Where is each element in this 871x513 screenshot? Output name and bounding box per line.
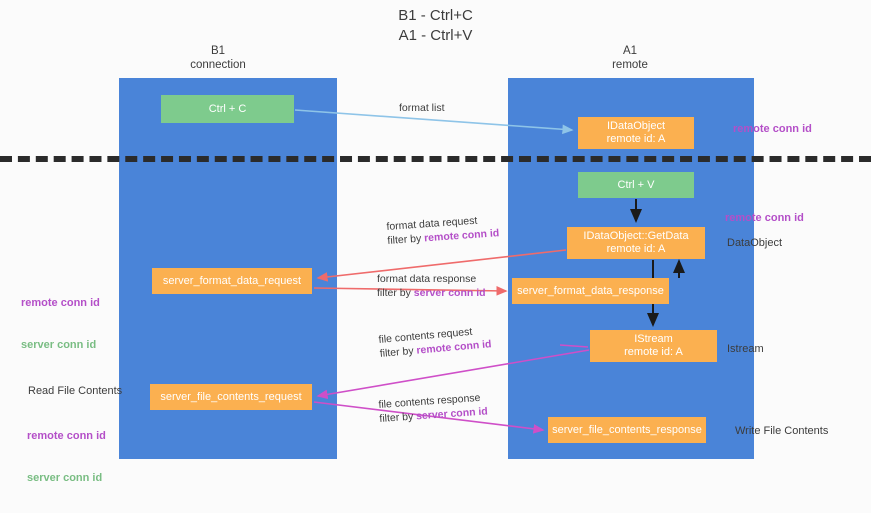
- box-getdata-line2: remote id: A: [606, 243, 666, 255]
- column-header-a1: A1 remote: [612, 45, 648, 71]
- box-server-format-data-request[interactable]: server_format_data_request: [152, 268, 312, 294]
- label-istream: Istream: [727, 343, 764, 355]
- label-left-remote-conn-id-1: remote conn id: [21, 297, 100, 309]
- label-left-server-conn-id-2: server conn id: [27, 472, 103, 484]
- box-istream[interactable]: IStream remote id: A: [590, 330, 717, 362]
- label-left-conn-ids-format: remote conn id server conn id: [21, 268, 100, 380]
- box-server-format-data-response[interactable]: server_format_data_response: [512, 278, 669, 304]
- box-istream-line1: IStream: [634, 333, 673, 345]
- box-ctrl-v-label: Ctrl + V: [617, 178, 655, 191]
- diagram-canvas: B1 - Ctrl+C A1 - Ctrl+V B1 connection A1…: [0, 7, 871, 484]
- connector-label-format-data-response-filter: filter by server conn id: [377, 286, 486, 300]
- filter-key-server-conn-id: server conn id: [415, 405, 489, 423]
- box-server-file-contents-response-label: server_file_contents_response: [552, 423, 702, 436]
- connector-label-file-contents-response: file contents response filter by server …: [378, 390, 488, 426]
- box-server-format-data-response-label: server_format_data_response: [517, 284, 664, 297]
- box-server-format-data-request-label: server_format_data_request: [162, 274, 302, 287]
- label-read-file-contents: Read File Contents: [28, 385, 123, 397]
- box-istream-line2: remote id: A: [624, 346, 683, 358]
- box-idataobject[interactable]: IDataObject remote id: A: [578, 117, 694, 149]
- box-ctrl-c-label: Ctrl + C: [208, 102, 247, 115]
- label-write-file-contents: Write File Contents: [735, 425, 829, 437]
- connector-label-format-data-request: format data request filter by remote con…: [386, 212, 500, 248]
- label-left-remote-conn-id-2: remote conn id: [27, 430, 106, 442]
- connector-label-format-data-response: format data response filter by server co…: [377, 272, 486, 300]
- filter-prefix: filter by: [377, 287, 414, 299]
- connector-label-format-list: format list: [399, 102, 445, 114]
- box-idataobject-line2: remote id: A: [606, 133, 666, 145]
- page-title: B1 - Ctrl+C A1 - Ctrl+V: [398, 7, 473, 44]
- box-ctrl-v[interactable]: Ctrl + V: [578, 172, 694, 198]
- label-left-server-conn-id-1: server conn id: [21, 339, 97, 351]
- filter-prefix: filter by: [379, 410, 417, 425]
- box-server-file-contents-request-label: server_file_contents_request: [160, 390, 302, 403]
- label-remote-conn-id-mid: remote conn id: [725, 212, 804, 224]
- label-dataobject: DataObject: [727, 237, 783, 249]
- filter-prefix: filter by: [387, 232, 425, 247]
- box-idataobject-getdata[interactable]: IDataObject::GetData remote id: A: [567, 227, 705, 259]
- filter-prefix: filter by: [379, 344, 417, 360]
- box-ctrl-c[interactable]: Ctrl + C: [161, 95, 294, 123]
- filter-key-remote-conn-id: remote conn id: [423, 227, 500, 245]
- filter-key-server-conn-id: server conn id: [413, 287, 486, 299]
- box-server-file-contents-request[interactable]: server_file_contents_request: [150, 384, 312, 410]
- connector-label-file-contents-request: file contents request filter by remote c…: [378, 323, 492, 361]
- column-header-b1: B1 connection: [190, 45, 246, 71]
- box-getdata-line1: IDataObject::GetData: [583, 230, 689, 242]
- section-divider: [0, 156, 871, 162]
- box-server-file-contents-response[interactable]: server_file_contents_response: [548, 417, 706, 443]
- box-idataobject-line1: IDataObject: [606, 120, 666, 132]
- label-left-conn-ids-file: remote conn id server conn id: [27, 401, 106, 513]
- connector-label-format-data-response-title: format data response: [377, 273, 477, 285]
- label-remote-conn-id-top: remote conn id: [733, 123, 812, 135]
